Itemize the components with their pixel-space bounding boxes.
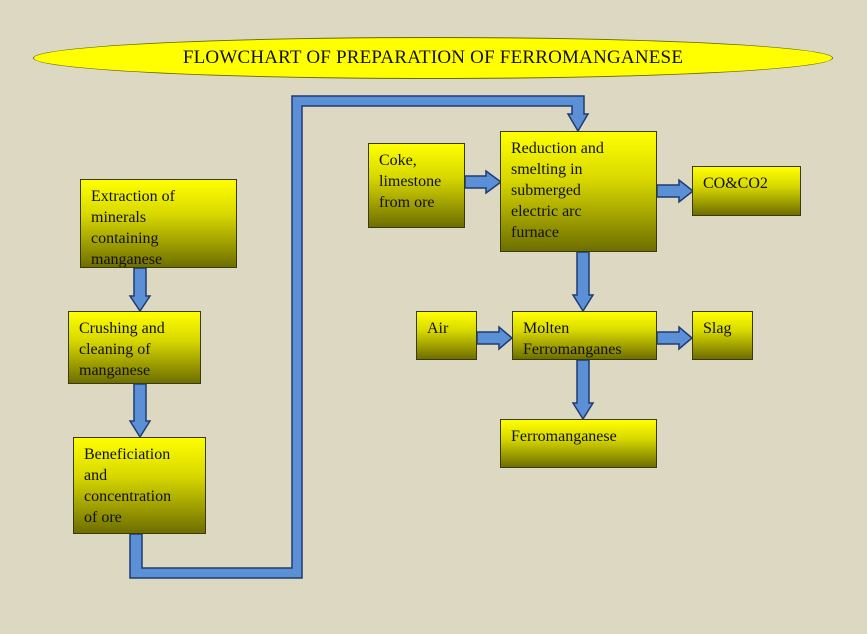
arrow-air-to-molten — [476, 325, 514, 351]
node-coke-limestone: Coke, limestone from ore — [368, 143, 465, 228]
arrow-extraction-to-crushing — [128, 267, 152, 313]
arrow-molten-to-slag — [656, 325, 694, 351]
arrow-crushing-to-beneficiation — [128, 383, 152, 439]
arrow-molten-to-ferromanganese — [571, 359, 595, 421]
node-extraction: Extraction of minerals containing mangan… — [80, 179, 237, 268]
node-beneficiation: Beneficiation and concentration of ore — [73, 437, 206, 534]
node-molten-ferromanganese: Molten Ferromanganes — [512, 311, 657, 360]
connector-beneficiation-to-furnace — [129, 95, 590, 579]
diagram-title: FLOWCHART OF PREPARATION OF FERROMANGANE… — [33, 37, 833, 79]
node-slag: Slag — [692, 311, 753, 360]
node-ferromanganese: Ferromanganese — [500, 419, 657, 468]
arrow-reduction-to-molten — [571, 251, 595, 313]
node-reduction-furnace: Reduction and smelting in submerged elec… — [500, 131, 657, 252]
arrow-reduction-to-coco2 — [656, 178, 695, 204]
node-co-co2: CO&CO2 — [692, 166, 801, 216]
node-crushing: Crushing and cleaning of manganese — [68, 311, 201, 384]
node-air: Air — [416, 311, 477, 360]
arrow-coke-to-reduction — [464, 169, 503, 195]
